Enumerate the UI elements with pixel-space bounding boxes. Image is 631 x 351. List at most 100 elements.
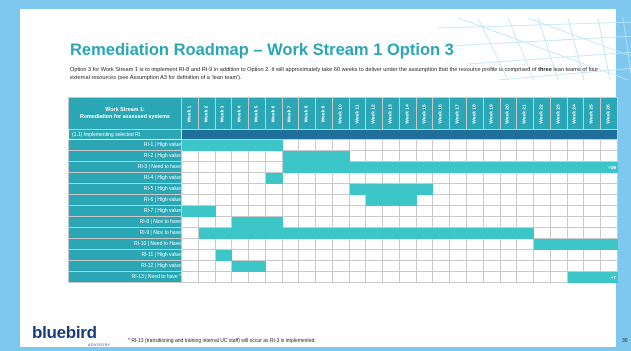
gantt-bar-cell xyxy=(181,139,199,151)
gantt-empty-cell xyxy=(331,194,350,206)
gantt-empty-cell xyxy=(549,194,568,206)
gantt-empty-cell xyxy=(549,183,568,195)
footnote: * RI-13 (transitioning and training inte… xyxy=(128,338,316,344)
gantt-empty-cell xyxy=(600,249,618,261)
gantt-empty-cell xyxy=(466,271,484,283)
gantt-empty-cell xyxy=(231,183,250,195)
gantt-empty-cell xyxy=(315,194,333,206)
gantt-bar-cell xyxy=(415,183,434,195)
gantt-empty-cell xyxy=(382,271,400,283)
table-row: RI-3 | Need to have+36 xyxy=(68,161,618,173)
gantt-empty-cell xyxy=(466,249,484,261)
gantt-bar-cell xyxy=(398,194,417,206)
gantt-empty-cell xyxy=(449,172,468,184)
gantt-empty-cell xyxy=(533,216,551,228)
gantt-bar-cell xyxy=(264,216,283,228)
gantt-empty-cell xyxy=(315,205,333,217)
gantt-empty-cell xyxy=(398,271,417,283)
gantt-empty-cell xyxy=(516,139,535,151)
gantt-empty-cell xyxy=(348,194,367,206)
gantt-bar-cell xyxy=(315,227,333,239)
gantt-empty-cell xyxy=(466,194,484,206)
gantt-empty-cell xyxy=(449,183,468,195)
table-row: RI-6 | High value xyxy=(68,194,618,206)
gantt-bar-cell xyxy=(348,161,367,173)
gantt-empty-cell xyxy=(365,216,384,228)
gantt-empty-cell xyxy=(600,183,618,195)
gantt-empty-cell xyxy=(331,172,350,184)
gantt-empty-cell xyxy=(231,194,250,206)
gantt-empty-cell xyxy=(549,150,568,162)
week-header: Week 5 xyxy=(248,97,266,130)
gantt-empty-cell xyxy=(533,150,551,162)
row-label: RI-5 | High value xyxy=(68,183,182,195)
gantt-empty-cell xyxy=(298,260,317,272)
gantt-empty-cell xyxy=(315,249,333,261)
gantt-bar-cell xyxy=(583,161,602,173)
gantt-empty-cell xyxy=(533,205,551,217)
gantt-empty-cell xyxy=(181,271,199,283)
gantt-empty-cell xyxy=(600,227,618,239)
slide: Remediation Roadmap – Work Stream 1 Opti… xyxy=(20,9,631,347)
gantt-empty-cell xyxy=(264,150,283,162)
gantt-empty-cell xyxy=(382,238,400,250)
gantt-empty-cell xyxy=(600,172,618,184)
gantt-bar-cell xyxy=(214,249,233,261)
gantt-empty-cell xyxy=(315,216,333,228)
gantt-bar-cell xyxy=(264,227,283,239)
gantt-bar-cell xyxy=(432,227,451,239)
gantt-empty-cell xyxy=(415,205,434,217)
gantt-empty-cell xyxy=(331,183,350,195)
gantt-empty-cell xyxy=(516,260,535,272)
gantt-empty-cell xyxy=(281,271,300,283)
gantt-empty-cell xyxy=(248,183,266,195)
gantt-empty-cell xyxy=(298,238,317,250)
gantt-empty-cell xyxy=(449,271,468,283)
gantt-empty-cell xyxy=(298,183,317,195)
gantt-empty-cell xyxy=(482,150,501,162)
gantt-empty-cell xyxy=(466,260,484,272)
gantt-empty-cell xyxy=(415,260,434,272)
gantt-bar-cell xyxy=(382,183,400,195)
gantt-empty-cell xyxy=(516,249,535,261)
slide-subtitle: Option 3 for Work Stream 1 is to impleme… xyxy=(70,67,599,81)
gantt-empty-cell xyxy=(298,271,317,283)
gantt-bar-cell xyxy=(197,205,216,217)
table-row: RI-13 | Need to have *+7 xyxy=(68,271,618,283)
gantt-empty-cell xyxy=(583,205,602,217)
gantt-empty-cell xyxy=(197,183,216,195)
week-header: Week 9 xyxy=(315,97,333,130)
gantt-empty-cell xyxy=(566,260,585,272)
gantt-empty-cell xyxy=(415,194,434,206)
gantt-empty-cell xyxy=(348,216,367,228)
bluebird-logo-subtitle: ADVISORY xyxy=(88,343,111,347)
gantt-empty-cell xyxy=(382,249,400,261)
gantt-empty-cell xyxy=(600,260,618,272)
bluebird-logo: bluebird xyxy=(32,323,97,342)
gantt-empty-cell xyxy=(331,216,350,228)
gantt-empty-cell xyxy=(415,216,434,228)
gantt-empty-cell xyxy=(298,249,317,261)
gantt-empty-cell xyxy=(533,260,551,272)
week-header: Week 14 xyxy=(398,97,417,130)
gantt-empty-cell xyxy=(264,238,283,250)
gantt-empty-cell xyxy=(415,271,434,283)
gantt-empty-cell xyxy=(181,183,199,195)
gantt-empty-cell xyxy=(197,150,216,162)
gantt-empty-cell xyxy=(449,150,468,162)
gantt-empty-cell xyxy=(248,161,266,173)
gantt-bar-cell xyxy=(365,183,384,195)
week-header: Week 18 xyxy=(466,97,484,130)
gantt-bar-cell xyxy=(398,183,417,195)
gantt-bar-cell xyxy=(566,271,585,283)
gantt-empty-cell xyxy=(248,194,266,206)
gantt-empty-cell xyxy=(181,227,199,239)
gantt-empty-cell xyxy=(516,238,535,250)
gantt-empty-cell xyxy=(331,271,350,283)
gantt-empty-cell xyxy=(248,205,266,217)
gantt-empty-cell xyxy=(281,216,300,228)
gantt-bar-cell xyxy=(365,194,384,206)
week-header: Week 12 xyxy=(365,97,384,130)
gantt-bar-cell xyxy=(264,172,283,184)
gantt-empty-cell xyxy=(499,249,518,261)
